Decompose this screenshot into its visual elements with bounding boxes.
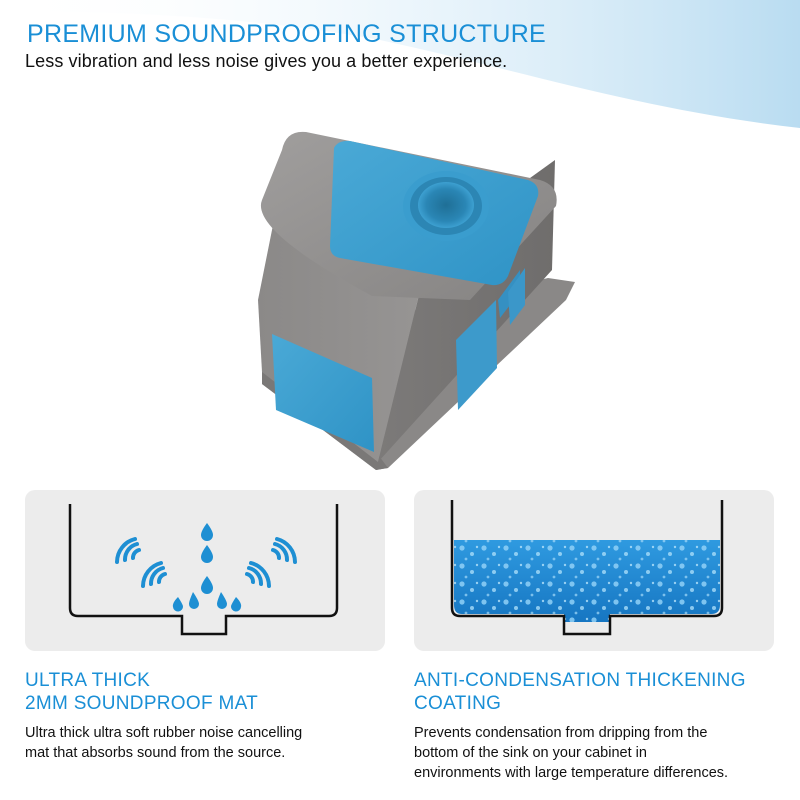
feature-heading-soundproof-mat: ULTRA THICK 2MM SOUNDPROOF MAT — [25, 670, 259, 714]
header-background-wave — [0, 0, 800, 128]
sink-product-image — [258, 131, 575, 470]
left-soundproof-pad — [272, 334, 374, 452]
anti-condensation-illustration — [414, 490, 774, 651]
page-title: PREMIUM SOUNDPROOFING STRUCTURE — [27, 20, 547, 48]
feature-description-soundproof-mat: Ultra thick ultra soft rubber noise canc… — [25, 725, 303, 761]
sound-wave-icon — [115, 537, 167, 588]
feature-heading-anti-condensation: ANTI-CONDENSATION THICKENING COATING — [414, 670, 746, 714]
page-subtitle: Less vibration and less noise gives you … — [25, 51, 508, 71]
soundproof-mat-illustration — [25, 490, 385, 651]
water-drop-icon — [172, 523, 242, 612]
sound-wave-icon — [245, 537, 297, 588]
right-soundproof-pad — [456, 300, 497, 410]
feature-description-anti-condensation: Prevents condensation from dripping from… — [414, 725, 729, 781]
